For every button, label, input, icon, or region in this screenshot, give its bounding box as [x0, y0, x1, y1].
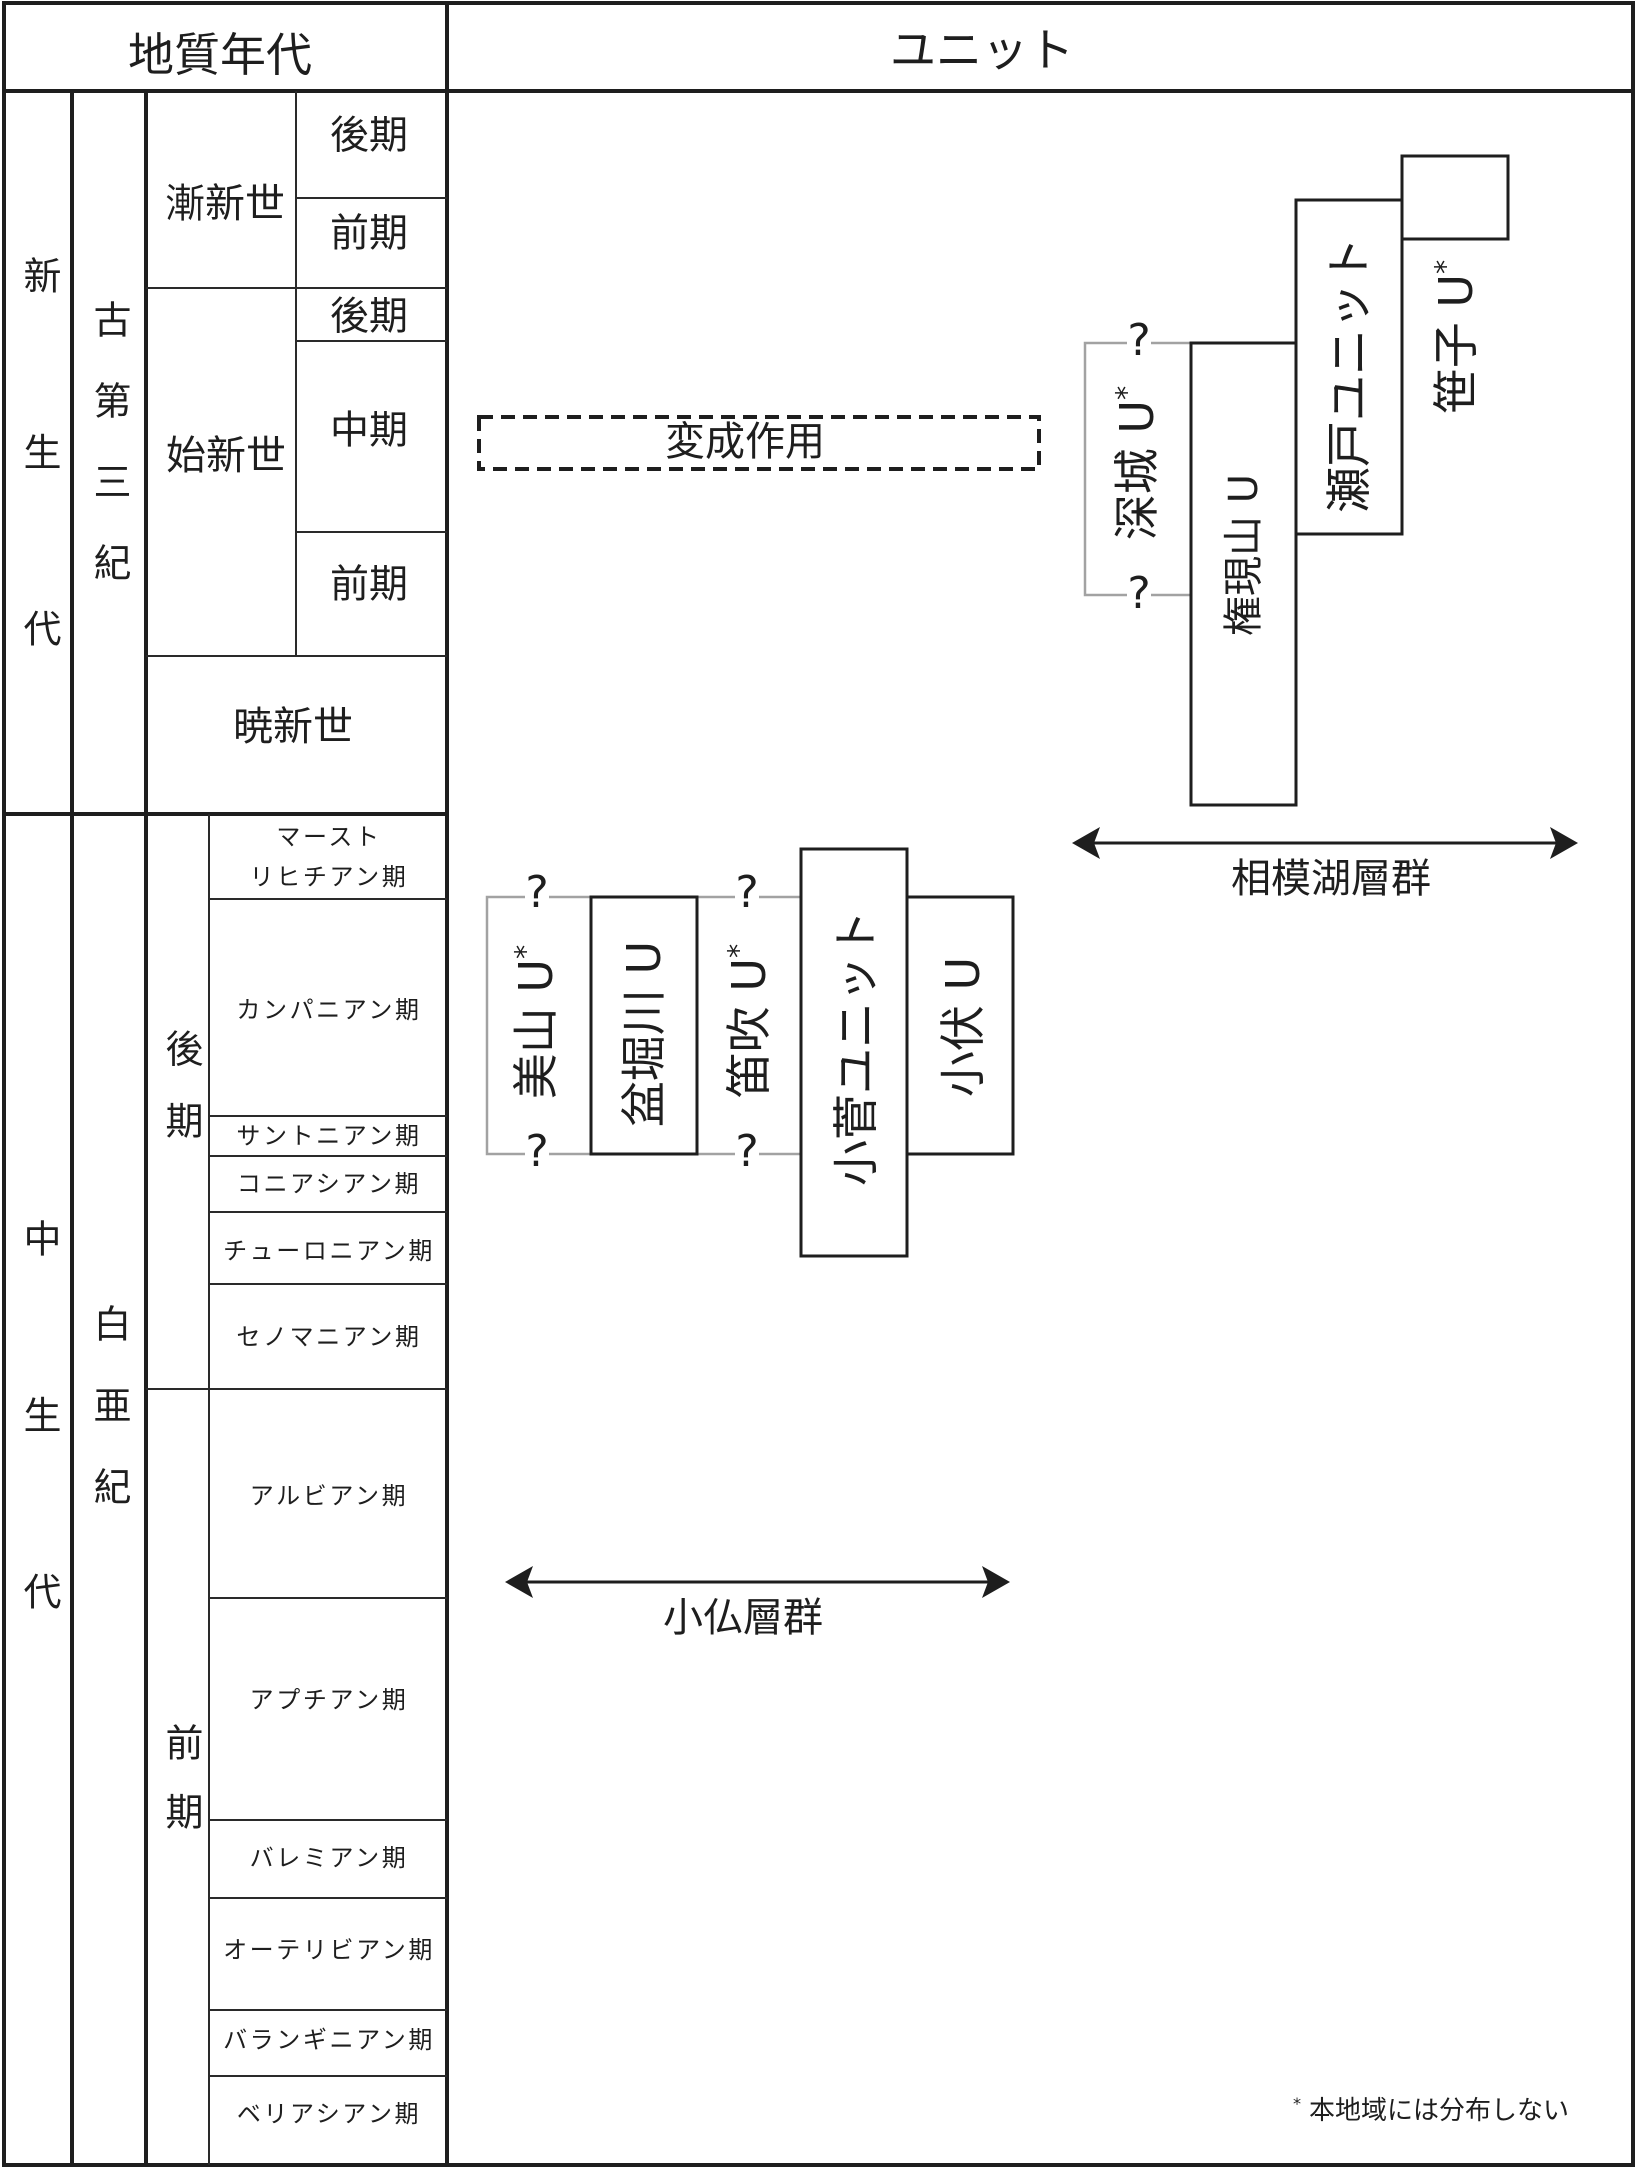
unit-bonborigawa: 盆堀川 U [617, 941, 671, 1127]
miyama-unit-bracket [485, 895, 591, 1156]
period-paleogene: 古第三紀 [87, 300, 131, 624]
unit-name: 権現山 U [1221, 474, 1267, 636]
eocene-late: 後期 [329, 294, 409, 340]
footnote: * 本地域には分布しない [1293, 2096, 1570, 2126]
arrowhead-right-icon [982, 1566, 1010, 1598]
sasago-unit-box [1400, 154, 1510, 241]
unit-name: 笛吹 U [722, 957, 776, 1099]
uncertain-top-mark: ? [1127, 315, 1151, 366]
metamorphism-dashed-box [477, 415, 1041, 471]
epoch-paleocene: 暁新世 [233, 704, 353, 750]
unit-fukashiro: 深城 U* [1110, 386, 1164, 541]
stage-santonian: サントニアン期 [236, 1122, 422, 1150]
eocene-early: 前期 [329, 562, 409, 608]
epoch-oligocene: 漸新世 [165, 181, 285, 227]
stage-campanian: カンパニアン期 [236, 996, 422, 1024]
asterisk-mark: * [1109, 385, 1143, 400]
header-units: ユニット [890, 23, 1074, 77]
stage-cenomanian: セノマニアン期 [236, 1323, 422, 1351]
unit-name: 瀬戸ユニット [1322, 237, 1376, 513]
early-cretaceous: 前期 [159, 1723, 203, 1861]
era-mesozoic: 中生代 [17, 1219, 61, 1749]
oligocene-late: 後期 [329, 113, 409, 159]
unit-gongenyama: 権現山 U [1221, 474, 1267, 636]
footnote-text: 本地域には分布しない [1309, 2096, 1570, 2126]
kobotoke-group-arrow [505, 1566, 1010, 1598]
unit-seto: 瀬戸ユニット [1322, 237, 1376, 513]
header-geologic-age: 地質年代 [128, 28, 312, 82]
metamorphism-label: 変成作用 [665, 419, 825, 465]
unit-fuefuki: 笛吹 U* [722, 944, 776, 1099]
fuefuki-unit-bracket [697, 895, 801, 1156]
stage-maastrichtian: マースト リヒチアン期 [249, 823, 409, 891]
period-cretaceous: 白亜紀 [87, 1304, 131, 1549]
stage-hauterivian: オーテリビアン期 [223, 1936, 435, 1964]
group-label-sagamiko: 相模湖層群 [1231, 856, 1431, 902]
stage-turonian: チューロニアン期 [223, 1237, 435, 1265]
late-cretaceous: 後期 [159, 1029, 203, 1173]
stage-aptian: アプチアン期 [249, 1686, 409, 1714]
unit-miyama: 美山 U* [509, 945, 563, 1100]
uncertain-base-mark: ? [735, 1126, 759, 1177]
stage-barremian: バレミアン期 [249, 1844, 409, 1872]
uncertain-base-mark: ? [525, 1126, 549, 1177]
sagamiko-group-arrow [1072, 827, 1578, 859]
arrowhead-left-icon [1072, 827, 1100, 859]
arrowhead-left-icon [505, 1566, 533, 1598]
unit-obusu: 小伏 U [936, 957, 990, 1097]
uncertain-top-mark: ? [735, 867, 759, 918]
unit-name: 深城 U [1110, 399, 1164, 541]
obusu-unit-box [905, 895, 1015, 1156]
stage-valanginian: バランギニアン期 [223, 2026, 435, 2054]
eocene-middle: 中期 [329, 408, 409, 454]
unit-name: 美山 U [509, 958, 563, 1100]
gongenyama-unit-box [1189, 341, 1298, 807]
uncertain-top-mark: ? [525, 867, 549, 918]
arrowhead-right-icon [1550, 827, 1578, 859]
uncertain-base-mark: ? [1127, 568, 1151, 619]
asterisk-mark: * [721, 943, 755, 958]
unit-name: 小菅ユニット [829, 910, 883, 1186]
asterisk-mark: * [1428, 259, 1462, 274]
group-label-kobotoke: 小仏層群 [663, 1595, 823, 1641]
unit-name: 盆堀川 U [617, 940, 671, 1128]
stage-coniacian: コニアシアン期 [236, 1170, 422, 1198]
unit-kosuge: 小菅ユニット [829, 910, 883, 1186]
unit-name: 笹子 U [1429, 273, 1483, 415]
footnote-asterisk: * [1292, 2094, 1302, 2114]
fukashiro-unit-bracket [1083, 341, 1191, 597]
epoch-eocene: 始新世 [166, 433, 286, 479]
stage-berriasian: ベリアシアン期 [236, 2100, 422, 2128]
asterisk-mark: * [508, 944, 542, 959]
stage-albian: アルビアン期 [249, 1482, 409, 1510]
unit-sasago: 笹子 U* [1429, 260, 1483, 415]
era-cenozoic: 新生代 [17, 256, 61, 786]
unit-name: 小伏 U [936, 956, 990, 1098]
oligocene-early: 前期 [329, 211, 409, 257]
bonborigawa-unit-box [589, 895, 699, 1156]
